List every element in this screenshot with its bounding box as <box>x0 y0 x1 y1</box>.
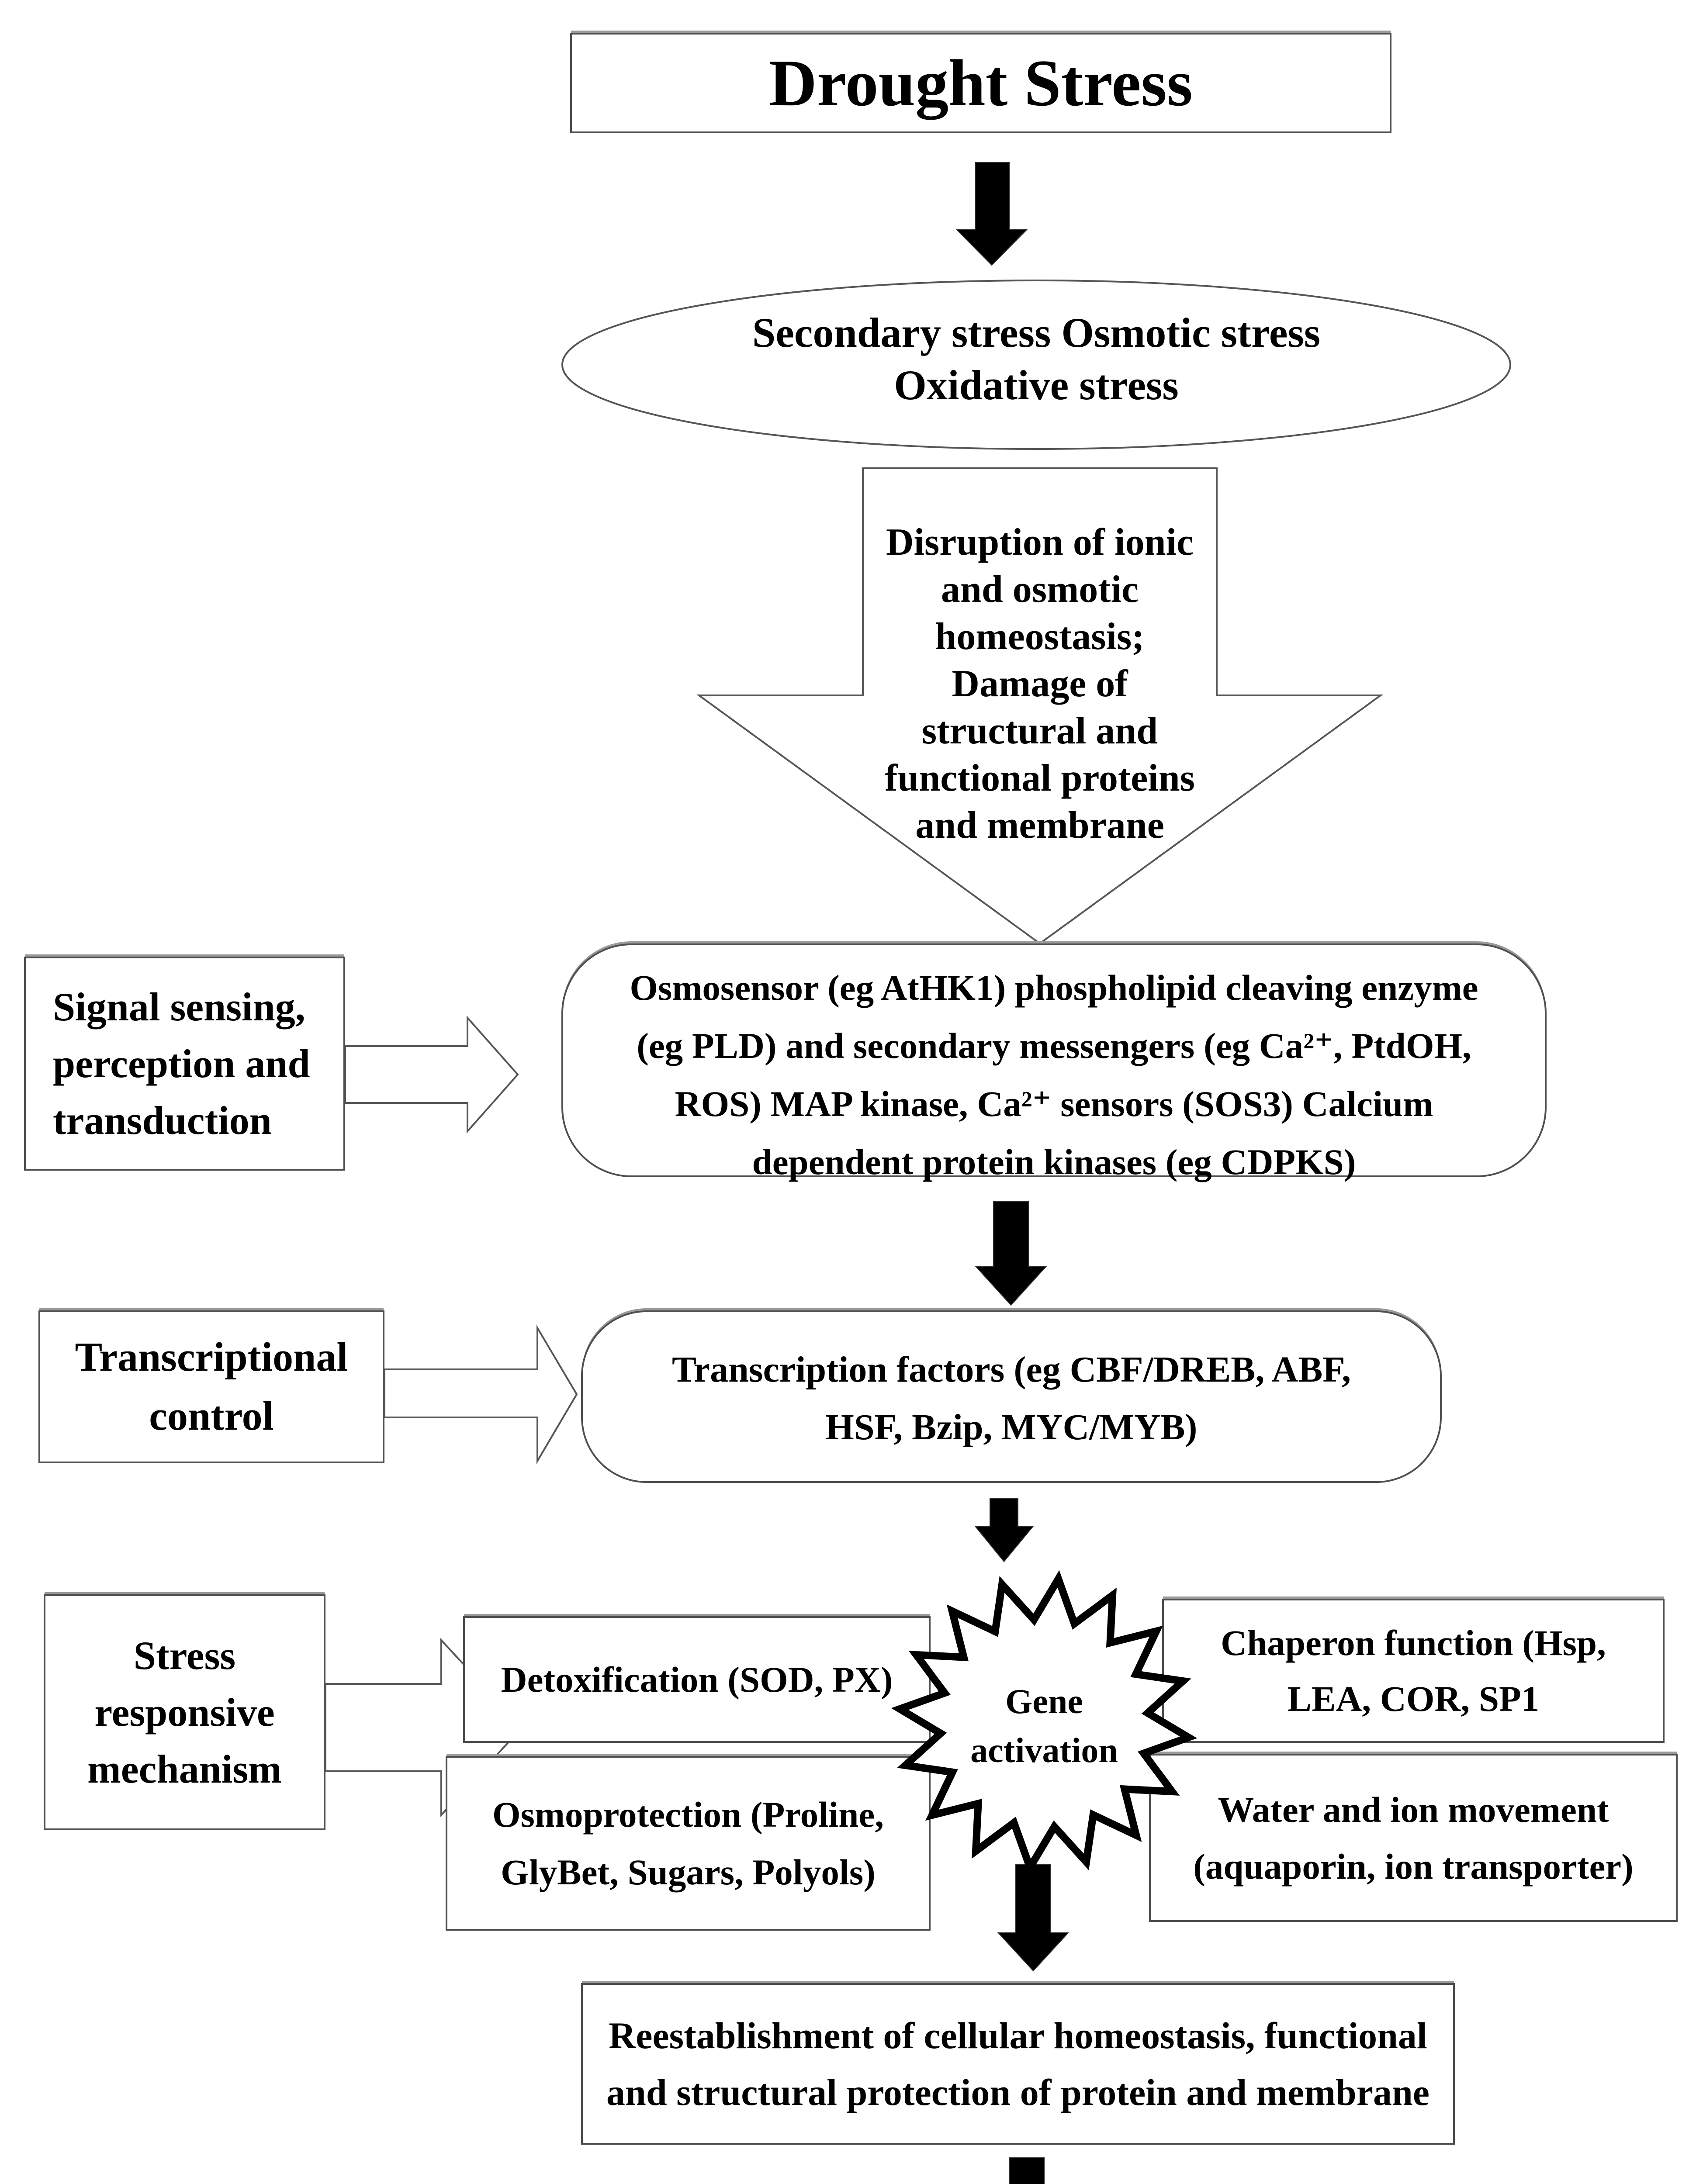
disruption-label: Disruption of ionic and osmotic homeosta… <box>885 521 1195 847</box>
down-arrow-icon <box>974 1498 1035 1562</box>
stress-responsive-box: Stress responsive mechanism <box>44 1594 325 1830</box>
gene-activation-label: Gene activation <box>970 1683 1118 1770</box>
osmoprotection-box: Osmoprotection (Proline, GlyBet, Sugars,… <box>446 1756 931 1931</box>
osmosensor-label: Osmosensor (eg AtHK1) phospholipid cleav… <box>630 968 1478 1182</box>
page-title: Drought Stress <box>769 46 1193 120</box>
water-ion-movement-box: Water and ion movement (aquaporin, ion t… <box>1149 1754 1678 1922</box>
transcription-factors-box <box>581 1310 1442 1483</box>
reestablishment-box: Reestablishment of cellular homeostasis,… <box>581 1983 1455 2145</box>
gene-activation-star <box>891 1570 1198 1876</box>
drought-stress-box: Drought Stress <box>570 33 1391 133</box>
detoxification-box: Detoxification (SOD, PX) <box>463 1616 931 1743</box>
down-arrow-icon <box>975 1201 1047 1306</box>
osmosensor-box <box>561 943 1547 1177</box>
transcription-factors-label: Transcription factors (eg CBF/DREB, ABF,… <box>672 1349 1351 1448</box>
disruption-big-arrow <box>696 467 1384 945</box>
down-arrow-icon <box>1009 2157 1045 2184</box>
down-arrow-icon <box>997 1864 1070 1972</box>
transcriptional-control-box: Transcriptional control <box>38 1310 384 1463</box>
secondary-stress-ellipse <box>561 280 1511 450</box>
right-arrow-icon <box>344 1015 519 1134</box>
down-arrow-icon <box>955 162 1028 266</box>
right-arrow-icon <box>384 1324 578 1465</box>
signal-sensing-box: Signal sensing, perception and transduct… <box>24 957 345 1171</box>
secondary-stress-label: Secondary stress Osmotic stress Oxidativ… <box>752 309 1321 408</box>
chaperon-function-box: Chaperon function (Hsp, LEA, COR, SP1 <box>1162 1599 1665 1743</box>
